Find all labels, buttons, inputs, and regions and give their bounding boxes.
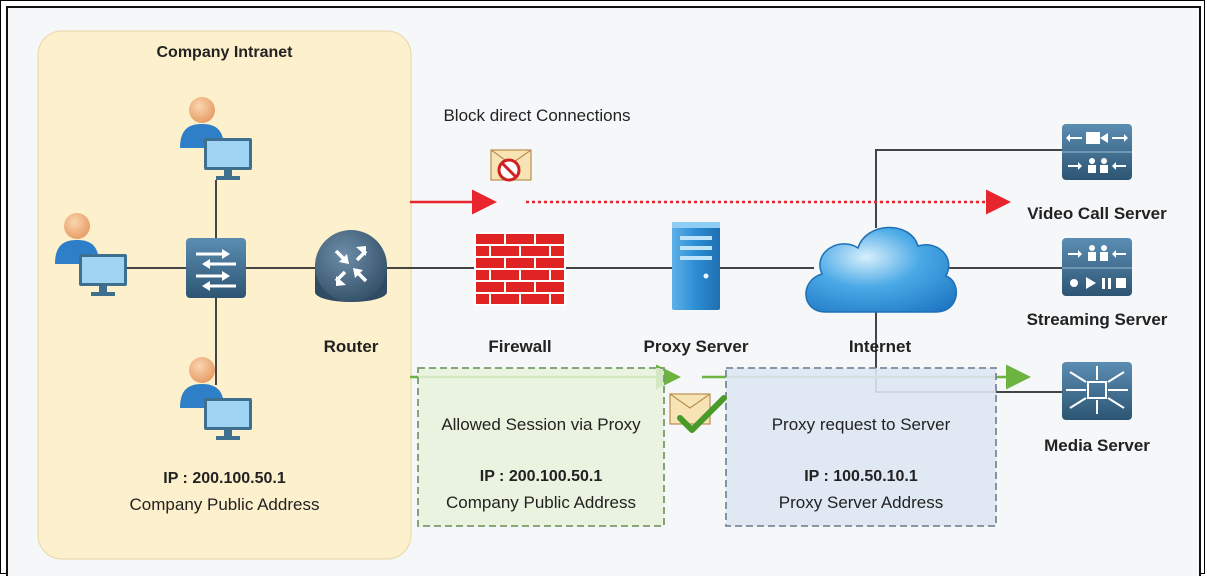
proxy-request-title: Proxy request to Server (771, 415, 951, 434)
intranet-title: Company Intranet (156, 44, 293, 61)
streaming-server-icon (1062, 238, 1132, 296)
cloud-icon (805, 226, 958, 313)
allowed-session-address: Company Public Address (446, 493, 636, 512)
proxy-server-icon (672, 222, 720, 310)
firewall-label: Firewall (488, 337, 552, 356)
video-call-server-label: Video Call Server (1027, 204, 1167, 223)
proxy-request-address: Proxy Server Address (778, 493, 944, 512)
allowed-session-title: Allowed Session via Proxy (441, 415, 641, 434)
user-icon (180, 357, 252, 440)
blocked-envelope-icon (490, 149, 532, 182)
proxy-server-label: Proxy Server (643, 337, 749, 356)
proxy-request-ip: IP : 100.50.10.1 (804, 468, 918, 485)
streaming-server-label: Streaming Server (1026, 310, 1168, 329)
video-call-server-icon (1062, 124, 1132, 180)
router-label: Router (323, 337, 379, 356)
proxy-request-box (725, 367, 997, 527)
intranet-address: Company Public Address (129, 495, 320, 514)
allowed-envelope-icon (669, 393, 727, 433)
user-icon (180, 97, 252, 180)
router-icon (315, 230, 387, 302)
user-icon (55, 213, 127, 296)
internet-label: Internet (848, 337, 912, 356)
allowed-session-box (417, 367, 665, 527)
switch-icon (186, 238, 246, 298)
media-server-icon (1062, 362, 1132, 420)
intranet-ip: IP : 200.100.50.1 (163, 470, 286, 487)
allowed-session-ip: IP : 200.100.50.1 (479, 468, 603, 485)
media-server-label: Media Server (1044, 436, 1150, 455)
block-connections-label: Block direct Connections (443, 106, 631, 125)
firewall-icon (474, 232, 566, 306)
